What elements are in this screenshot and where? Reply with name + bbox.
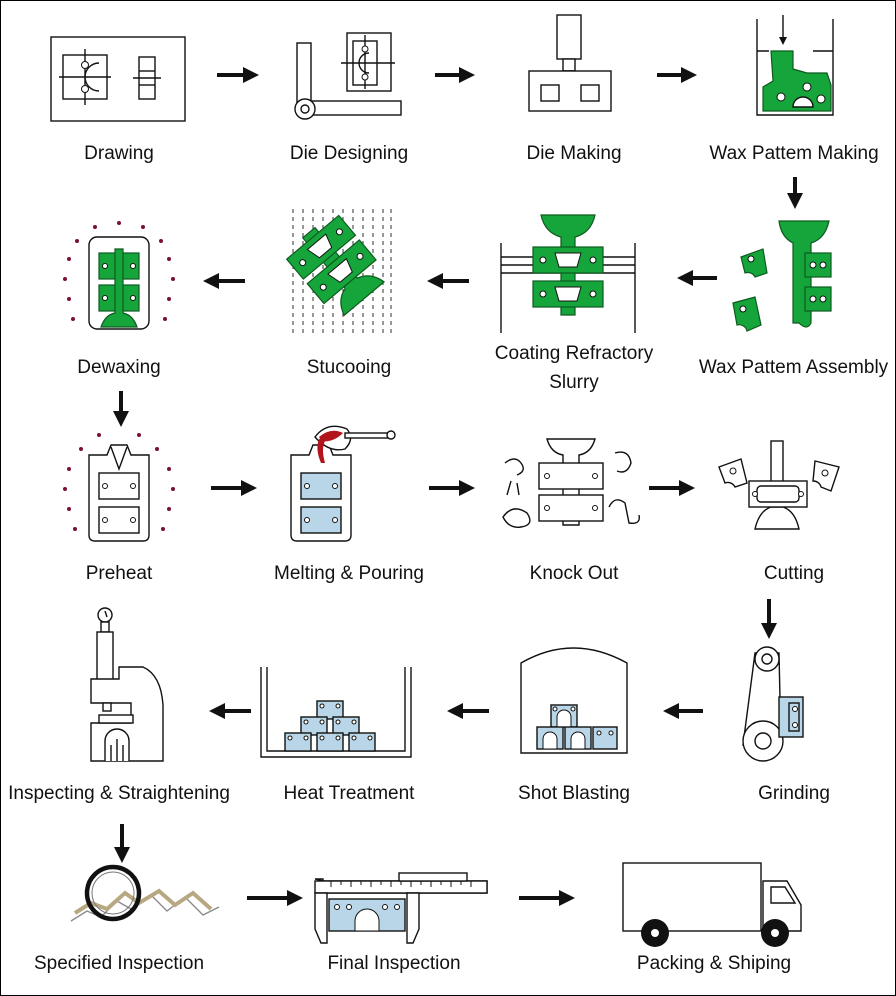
step-label-melting-pouring: Melting & Pouring	[274, 563, 424, 584]
step-label-coating-refractory: Coating Refractory	[494, 343, 654, 364]
step-label-drawing: Drawing	[84, 143, 154, 164]
preheat-icon	[63, 433, 175, 542]
step-label-preheat: Preheat	[85, 563, 153, 584]
shot-blasting-icon	[520, 647, 628, 754]
die-making-icon	[528, 14, 612, 112]
magnifier-icon	[70, 864, 220, 922]
step-label-shot-blasting: Shot Blasting	[518, 783, 630, 804]
step-label-dewaxing: Dewaxing	[77, 357, 161, 378]
step-label-cutting: Cutting	[763, 563, 825, 584]
step-label-grinding: Grinding	[758, 783, 830, 804]
coating-icon	[500, 214, 636, 333]
heat-treatment-icon	[260, 667, 412, 758]
step-label-wax-pattern-making: Wax Pattem Making	[709, 143, 879, 164]
wax-assembly-icon	[732, 220, 832, 332]
knockout-icon	[502, 438, 640, 528]
wax-pattern-icon	[756, 15, 834, 116]
drawing-icon	[50, 36, 186, 122]
cutting-icon	[718, 440, 840, 530]
step-label-packing-shipping: Packing & Shiping	[636, 953, 792, 974]
press-icon	[90, 607, 164, 762]
step-label-coating-slurry: Slurry	[549, 372, 599, 393]
step-label-stuccoing: Stucooing	[306, 357, 392, 378]
step-label-specified-inspection: Specified Inspection	[33, 953, 205, 974]
step-label-heat-treatment: Heat Treatment	[283, 783, 415, 804]
stucco-icon	[285, 209, 392, 333]
step-label-die-designing: Die Designing	[289, 143, 409, 164]
step-label-knock-out: Knock Out	[529, 563, 619, 584]
step-label-final-inspection: Final Inspection	[327, 953, 461, 974]
step-label-inspecting-straightening: Inspecting & Straightening	[8, 783, 230, 804]
die-design-icon	[294, 32, 402, 120]
dewaxing-icon	[63, 221, 175, 330]
truck-icon	[622, 862, 802, 947]
grinding-icon	[742, 646, 804, 762]
step-label-wax-pattern-assembly: Wax Pattem Assembly	[698, 357, 889, 378]
step-label-die-making: Die Making	[526, 143, 622, 164]
pouring-icon	[290, 425, 396, 542]
caliper-icon	[314, 872, 488, 944]
